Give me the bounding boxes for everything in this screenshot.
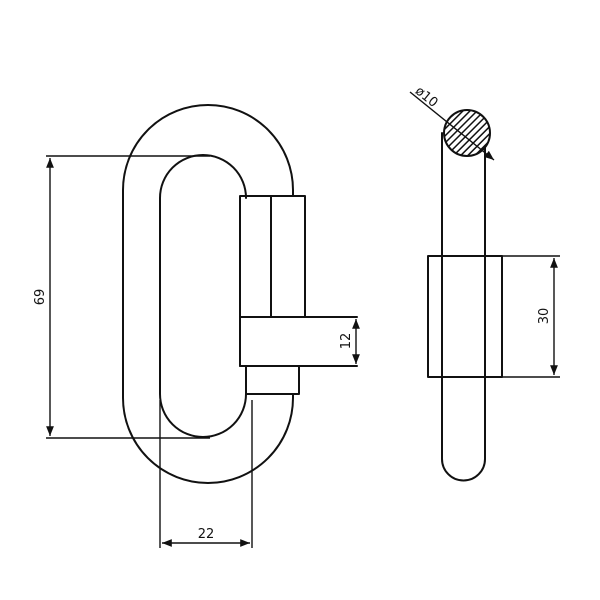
dimension-label-gap: 12 — [339, 333, 354, 350]
dimension-label-diameter: ø10 — [412, 84, 440, 111]
dimension-gap: 12 — [339, 319, 360, 364]
dimension-sleeve: 30 — [502, 255, 560, 378]
dimension-width: 22 — [159, 400, 253, 548]
dimension-label-height: 69 — [33, 289, 48, 306]
side-sleeve-body — [427, 255, 503, 378]
front-view — [122, 104, 358, 484]
dimension-label-sleeve: 30 — [537, 308, 552, 325]
thread-stub — [245, 365, 300, 395]
sleeve-body — [239, 195, 306, 318]
rod-cross-section — [443, 109, 491, 157]
dimension-line-diameter — [409, 91, 495, 161]
dimension-height: 69 — [33, 155, 210, 439]
side-rod-contour — [441, 132, 486, 482]
link-outer-contour — [122, 104, 294, 484]
side-view — [427, 109, 503, 482]
dimension-label-width: 22 — [198, 527, 215, 542]
link-inner-contour — [159, 154, 247, 438]
